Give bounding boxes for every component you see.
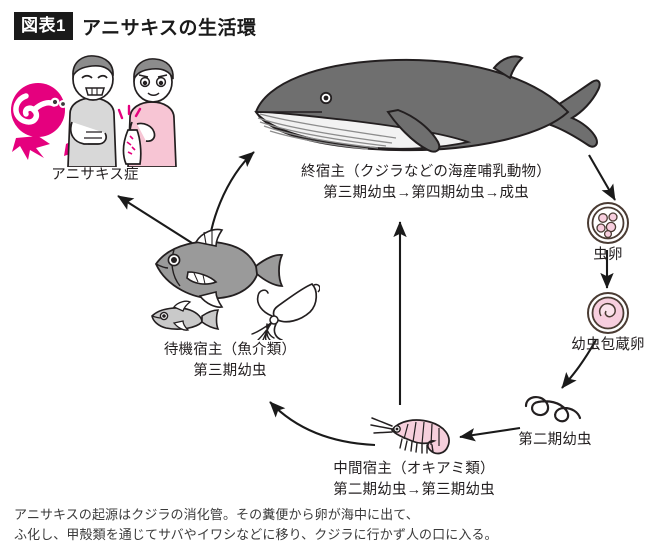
page-title-text: アニサキスの生活環 <box>81 17 257 39</box>
fish-squid-icon <box>151 228 321 341</box>
node-anisakiasis-label: アニサキス症 <box>51 167 139 183</box>
node-intermediate-host: 中間宿主（オキアミ類） 第二期幼虫→第三期幼虫 <box>333 412 495 498</box>
node-final-host-label: 終宿主（クジラなどの海産哺乳動物） 第三期幼虫→第四期幼虫→成虫 <box>211 162 641 204</box>
node-second-stage-larva: 第二期幼虫 <box>518 390 592 448</box>
node-final-host-line1: 終宿主（クジラなどの海産哺乳動物） <box>301 164 551 180</box>
krill-icon <box>370 417 450 455</box>
node-final-host-line2: 第三期幼虫→第四期幼虫→成虫 <box>323 185 529 202</box>
caption-line1: アニサキスの起源はクジラの消化管。その糞便から卵が海中に出て、 <box>14 507 419 522</box>
node-intermediate-host-label: 中間宿主（オキアミ類） 第二期幼虫→第三期幼虫 <box>283 459 545 501</box>
node-paratenic-host-label: 待機宿主（魚介類） 第三期幼虫 <box>102 340 358 382</box>
node-intermediate-host-line2: 第二期幼虫→第三期幼虫 <box>333 482 495 499</box>
node-larvated-egg: 幼虫包蔵卵 <box>571 290 645 353</box>
node-eggs-label: 虫卵 <box>593 247 623 263</box>
node-intermediate-host-line1: 中間宿主（オキアミ類） <box>333 461 495 477</box>
node-anisakiasis: アニサキス症 <box>6 52 186 183</box>
node-larvated-egg-label: 幼虫包蔵卵 <box>571 337 645 353</box>
sick-people-icon <box>11 55 177 168</box>
egg-morula-icon <box>587 202 629 244</box>
node-final-host: 終宿主（クジラなどの海産哺乳動物） 第三期幼虫→第四期幼虫→成虫 <box>246 50 606 201</box>
caption: アニサキスの起源はクジラの消化管。その糞便から卵が海中に出て、 ふ化し、甲殻類を… <box>14 505 498 545</box>
caption-line2: ふ化し、甲殻類を通じてサバやイワシなどに移り、クジラに行かず人の口に入る。 <box>14 527 498 543</box>
node-paratenic-host-line2: 第三期幼虫 <box>193 363 267 380</box>
node-eggs: 虫卵 <box>585 200 631 263</box>
node-paratenic-host: 待機宿主（魚介類） 第三期幼虫 <box>140 228 321 379</box>
node-paratenic-host-line1: 待機宿主（魚介類） <box>163 342 297 358</box>
larvated-egg-icon <box>587 292 629 334</box>
node-second-stage-larva-label: 第二期幼虫 <box>518 432 592 448</box>
page-title: 図表1 アニサキスの生活環 <box>14 12 257 40</box>
arrow-krill-to-fish <box>269 401 376 447</box>
whale-icon <box>254 55 601 153</box>
coiled-larva-icon <box>524 396 582 423</box>
figure-badge: 図表1 <box>14 12 73 40</box>
